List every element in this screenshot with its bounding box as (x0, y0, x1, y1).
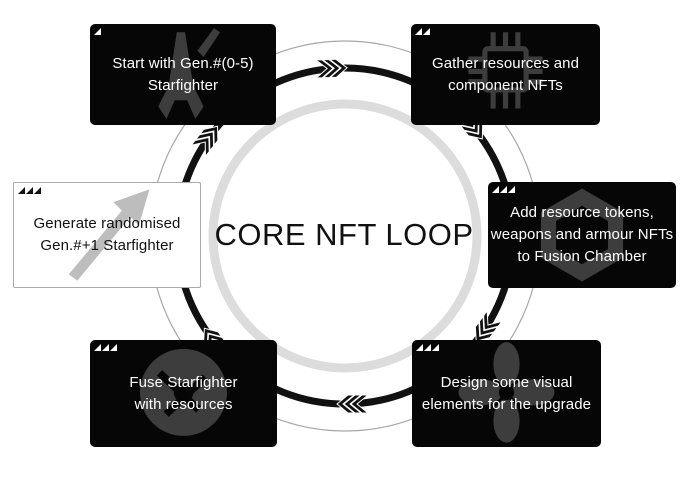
step-box-2: Gather resources and component NFTs (411, 24, 600, 125)
circuit-chip-icon (468, 32, 543, 109)
step-label: Gather resources and component NFTs (431, 54, 580, 94)
marker-triangle (110, 344, 117, 351)
marker-triangle (492, 186, 499, 193)
step-box-4: Design some visual elements for the upgr… (412, 340, 601, 447)
marker-triangle (26, 187, 33, 194)
flow-arrow-6 (190, 125, 219, 158)
marker-triangle (508, 186, 515, 193)
corner-marker (416, 344, 439, 351)
arrow-fletching (336, 394, 370, 414)
step-box-3: Add resource tokens, weapons and armour … (488, 182, 676, 288)
hexagon-icon (540, 188, 624, 282)
marker-triangle (424, 344, 431, 351)
fusion-symbol-icon (140, 348, 227, 436)
marker-triangle (94, 28, 101, 35)
corner-marker (18, 187, 41, 194)
inner-ring (208, 99, 482, 373)
step-box-5: Fuse Starfighter with resources (90, 340, 277, 447)
step-label: Add resource tokens, weapons and armour … (490, 204, 674, 265)
step-box-6: Generate randomised Gen.#+1 Starfighter (13, 182, 201, 288)
marker-triangle (500, 186, 507, 193)
flower-design-icon (458, 342, 555, 443)
corner-marker (492, 186, 515, 193)
corner-marker (94, 344, 117, 351)
step-label: Design some visual elements for the upgr… (421, 373, 592, 413)
step-box-1: Start with Gen.#(0-5) Starfighter (90, 24, 276, 125)
corner-marker (94, 28, 101, 35)
marker-triangle (415, 28, 422, 35)
marker-triangle (34, 187, 41, 194)
flow-arrow-4 (336, 394, 370, 414)
step-label: Fuse Starfighter with resources (129, 373, 238, 413)
marker-triangle (432, 344, 439, 351)
marker-triangle (94, 344, 101, 351)
marker-triangle (18, 187, 25, 194)
corner-marker (415, 28, 430, 35)
starfighter-icon (158, 28, 221, 119)
marker-triangle (423, 28, 430, 35)
marker-triangle (102, 344, 109, 351)
diagram-title: CORE NFT LOOP (214, 217, 474, 252)
arrow-fletching (314, 58, 348, 79)
upgrade-arrow-icon (68, 189, 150, 281)
step-label: Generate randomised Gen.#+1 Starfighter (33, 215, 181, 254)
arrow-fletching (190, 125, 219, 158)
flow-arrow-1 (314, 58, 348, 79)
step-label: Start with Gen.#(0-5) Starfighter (112, 54, 254, 94)
marker-triangle (416, 344, 423, 351)
